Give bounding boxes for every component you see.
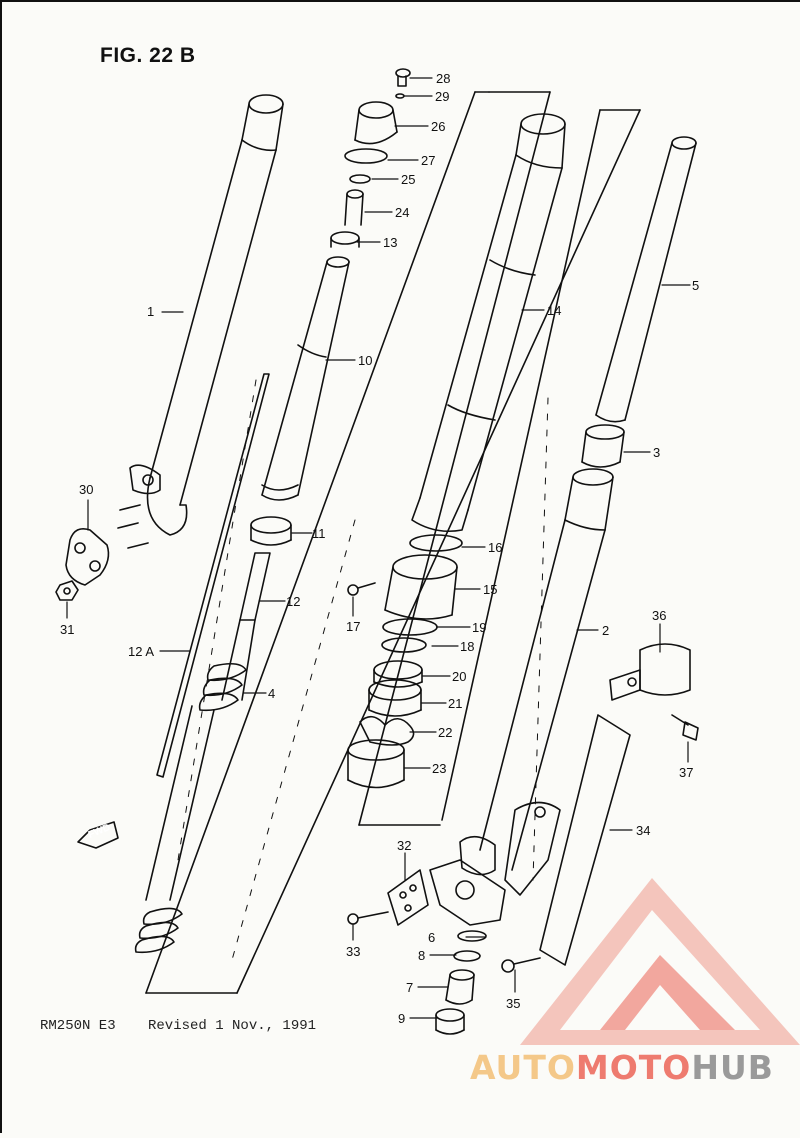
bolt-part-7 xyxy=(445,969,475,1005)
nut-part-13 xyxy=(330,231,360,248)
ring-part-18 xyxy=(381,637,427,653)
stopper-ring-part-22 xyxy=(359,715,415,746)
plate-part-32 xyxy=(387,869,429,926)
label-part-36: 36 xyxy=(652,608,667,623)
label-part-1: 1 xyxy=(147,304,155,319)
bushing-part-3 xyxy=(581,424,625,468)
washer-part-29 xyxy=(395,93,405,99)
figure-title: FIG. 22 B xyxy=(100,44,196,67)
label-part-2: 2 xyxy=(602,623,610,638)
model-code: RM250N E3 xyxy=(40,1018,116,1034)
bolt-part-33 xyxy=(347,911,389,925)
label-part-27: 27 xyxy=(421,153,436,168)
leader-lines xyxy=(66,77,691,1019)
outer-tube-part-1 xyxy=(146,94,284,536)
seal-part-11 xyxy=(250,516,292,546)
label-part-10: 10 xyxy=(358,353,373,368)
label-part-4: 4 xyxy=(268,686,276,701)
label-part-19: 19 xyxy=(472,620,487,635)
o-ring-part-25 xyxy=(349,174,371,184)
watermark-text-hub: HUB xyxy=(691,1048,774,1087)
screw-part-28 xyxy=(395,68,411,87)
caliper-bracket-part-30 xyxy=(65,464,161,586)
spring-part-4 xyxy=(198,662,247,712)
inner-tube-part-2 xyxy=(479,468,614,871)
label-part-13: 13 xyxy=(383,235,398,250)
bolt-part-17 xyxy=(347,582,376,596)
label-part-35: 35 xyxy=(506,996,521,1011)
adjuster-part-24 xyxy=(344,189,364,226)
label-part-12: 12 xyxy=(286,594,301,609)
label-part-30: 30 xyxy=(79,482,94,497)
label-part-28: 28 xyxy=(436,71,451,86)
label-part-6: 6 xyxy=(428,930,436,945)
label-part-18: 18 xyxy=(460,639,475,654)
label-part-3: 3 xyxy=(653,445,661,460)
label-part-23: 23 xyxy=(432,761,447,776)
label-part-16: 16 xyxy=(488,540,503,555)
revision-note: Revised 1 Nov., 1991 xyxy=(148,1018,317,1034)
cartridge-tube-part-10 xyxy=(261,256,350,501)
label-part-14: 14 xyxy=(547,303,562,318)
label-part-32: 32 xyxy=(397,838,412,853)
watermark-logo xyxy=(520,878,800,1045)
axle-holder xyxy=(429,801,561,926)
bolt-part-35 xyxy=(501,957,541,973)
label-part-12a: 12 A xyxy=(128,644,155,659)
label-part-17: 17 xyxy=(346,619,361,634)
o-ring-part-27 xyxy=(344,148,388,164)
label-part-29: 29 xyxy=(435,89,450,104)
spring-lower xyxy=(134,705,215,954)
label-part-25: 25 xyxy=(401,172,416,187)
label-part-11: 11 xyxy=(312,526,326,541)
label-part-33: 33 xyxy=(346,944,361,959)
washer-part-6 xyxy=(457,930,487,942)
cap-bolt-part-26 xyxy=(354,101,398,145)
group-box-edge xyxy=(441,109,601,821)
nut-part-31 xyxy=(55,580,79,601)
label-part-24: 24 xyxy=(395,205,410,220)
label-part-26: 26 xyxy=(431,119,446,134)
label-part-15: 15 xyxy=(483,582,498,597)
fwd-arrow-icon xyxy=(77,821,119,849)
clip-part-16 xyxy=(409,534,463,552)
label-part-20: 20 xyxy=(452,669,467,684)
watermark-text-auto: AUTO xyxy=(470,1048,576,1087)
watermark-text: AUTOMOTOHUB xyxy=(470,1048,774,1087)
label-part-9: 9 xyxy=(398,1011,406,1026)
cap-part-9 xyxy=(435,1008,465,1035)
label-part-22: 22 xyxy=(438,725,453,740)
label-part-8: 8 xyxy=(418,948,426,963)
center-lines xyxy=(177,379,549,961)
guard-clamp-part-36 xyxy=(609,643,691,701)
dust-seal-part-23 xyxy=(347,739,405,789)
watermark-text-moto: MOTO xyxy=(575,1048,692,1087)
fork-guard-part-34 xyxy=(539,714,631,966)
label-part-37: 37 xyxy=(679,765,694,780)
inner-tube-part-5 xyxy=(595,136,697,423)
label-part-34: 34 xyxy=(636,823,651,838)
group-box-edge xyxy=(358,91,551,826)
oil-seal-part-21 xyxy=(368,679,422,717)
label-part-7: 7 xyxy=(406,980,414,995)
bolt-part-37 xyxy=(671,714,699,741)
label-part-5: 5 xyxy=(692,278,700,293)
rod-part-12a xyxy=(156,373,270,778)
outer-tube-part-14 xyxy=(411,113,566,533)
label-part-21: 21 xyxy=(448,696,463,711)
label-part-31: 31 xyxy=(60,622,75,637)
group-box-edge xyxy=(145,91,476,994)
washer-part-8 xyxy=(453,950,481,962)
damper-rod-part-12 xyxy=(221,552,271,701)
